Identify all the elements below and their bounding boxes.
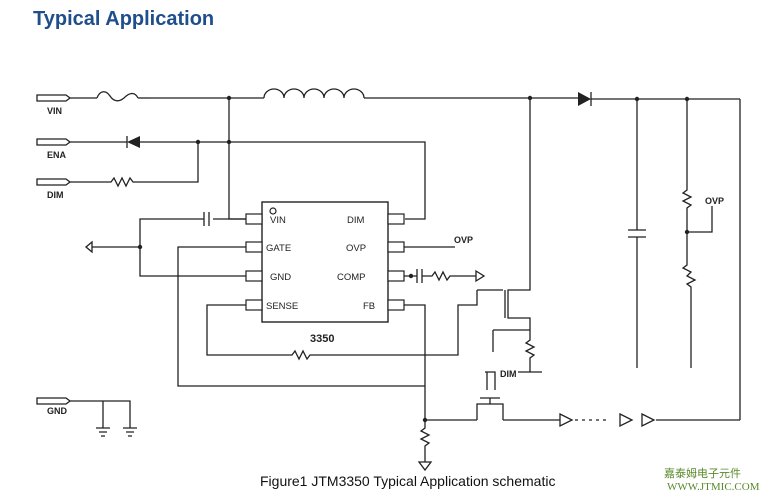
dim-terminal: DIM — [36, 178, 72, 200]
ovp-divider: OVP — [681, 99, 724, 368]
comp-network — [404, 269, 486, 283]
mosfet-switch — [477, 98, 542, 373]
ena-terminal: ENA — [36, 138, 72, 160]
figure-caption: Figure1 JTM3350 Typical Application sche… — [260, 473, 556, 489]
dim-transistor: DIM — [476, 369, 517, 420]
pin-comp: COMP — [337, 272, 366, 283]
chip-name: 3350 — [310, 333, 334, 345]
ena-label: ENA — [47, 150, 67, 160]
sense-resistor — [417, 417, 433, 472]
led-string — [425, 412, 740, 428]
pin-vin: VIN — [270, 215, 286, 226]
pin-gnd: GND — [270, 272, 291, 283]
pin-dim: DIM — [347, 215, 365, 226]
vin-terminal: VIN — [36, 94, 72, 116]
vin-pin-wire — [228, 98, 246, 220]
ovp-pin-wire: OVP — [404, 235, 473, 248]
fb-wire — [404, 304, 426, 420]
ovp-right-label: OVP — [705, 196, 724, 206]
sense-wire — [206, 290, 478, 361]
vin-label: VIN — [47, 106, 62, 116]
dim-input-label: DIM — [47, 190, 64, 200]
output-diode — [578, 92, 740, 106]
pin-sense: SENSE — [266, 301, 298, 312]
watermark-line1: 嘉泰姆电子元件 — [664, 467, 741, 480]
pin-fb: FB — [363, 301, 375, 312]
gnd-label: GND — [47, 406, 68, 416]
dim-line — [70, 142, 199, 188]
vin-decoupling-capacitor — [84, 212, 246, 277]
vin-rail — [70, 91, 264, 102]
inductor — [263, 88, 578, 101]
gate-wire — [177, 246, 425, 387]
gnd-terminal: GND — [36, 397, 72, 416]
ic-chip: VIN GATE GND SENSE DIM OVP COMP FB 3350 — [245, 201, 405, 345]
watermark-line2: WWW.JTMIC.COM — [667, 481, 760, 493]
pin-ovp: OVP — [346, 243, 366, 254]
page-heading: Typical Application — [33, 8, 215, 30]
dim-mid-label: DIM — [500, 369, 517, 379]
ground-symbols — [70, 400, 137, 437]
ovp-mid-label: OVP — [454, 235, 473, 245]
pin-gate: GATE — [266, 243, 291, 254]
output-capacitor — [628, 99, 646, 368]
